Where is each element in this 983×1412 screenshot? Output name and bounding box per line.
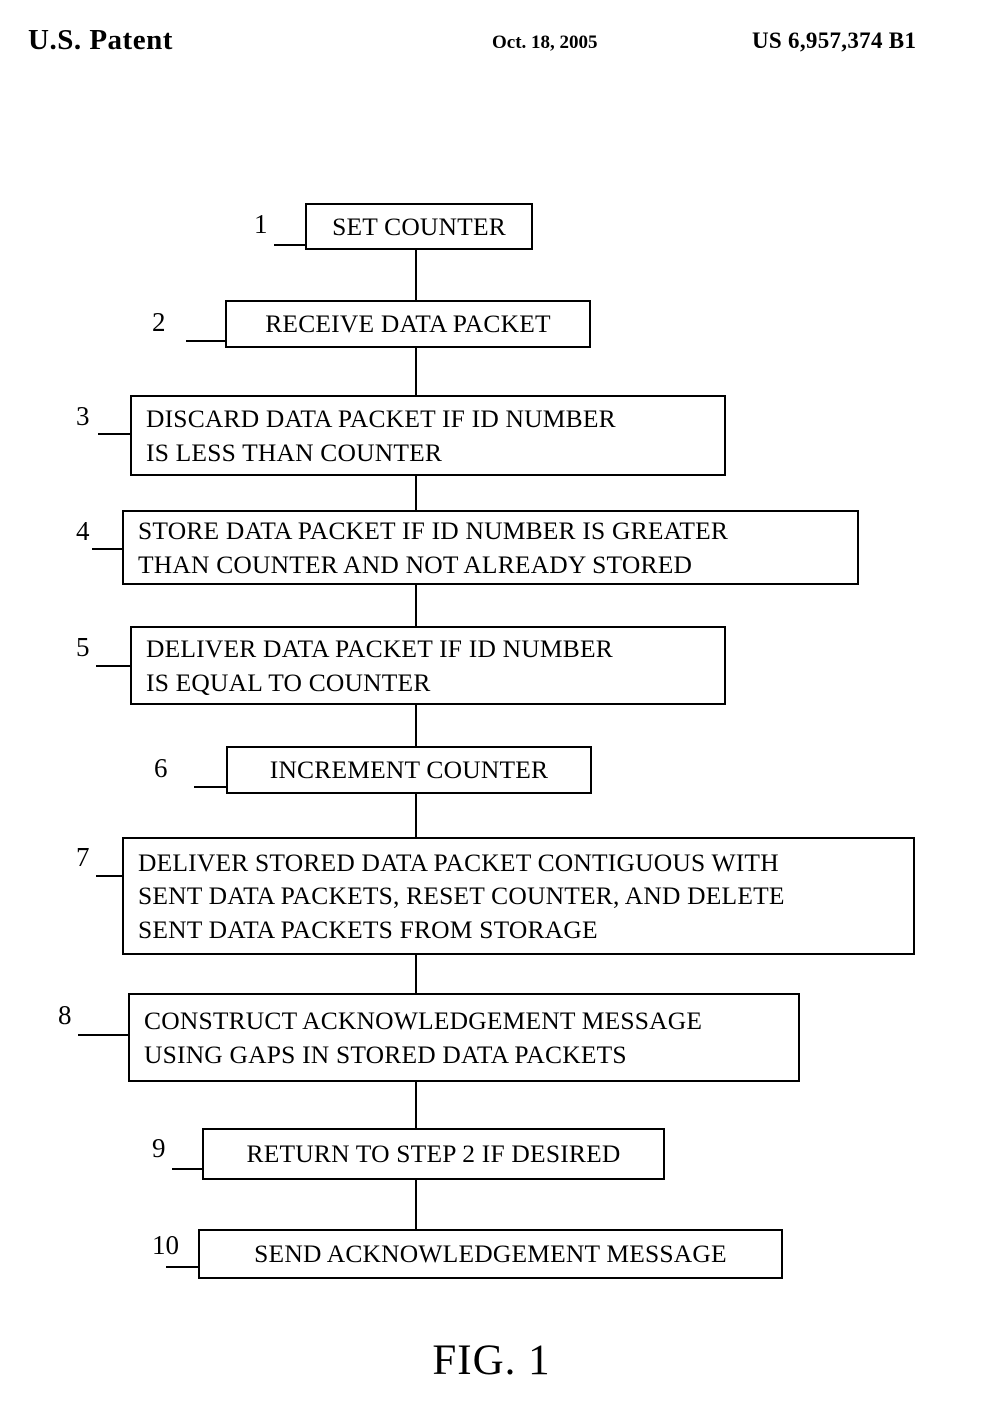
patent-issue-date: Oct. 18, 2005 [492, 32, 598, 53]
leader-line-2 [186, 340, 227, 342]
node-5-line-2: IS EQUAL TO COUNTER [146, 667, 431, 697]
node-7-line-1: DELIVER STORED DATA PACKET CONTIGUOUS WI… [138, 848, 779, 878]
patent-number: US 6,957,374 B1 [752, 28, 917, 53]
node-6-line-1: INCREMENT COUNTER [269, 755, 549, 785]
node-7-line-3: SENT DATA PACKETS FROM STORAGE [138, 914, 598, 944]
node-1-line-1: SET COUNTER [332, 211, 506, 241]
leader-line-5 [96, 665, 132, 667]
connector-8-9 [415, 1082, 417, 1130]
leader-line-6 [194, 786, 228, 788]
leader-line-3 [98, 433, 132, 435]
flowchart-node-10[interactable]: SEND ACKNOWLEDGEMENT MESSAGE [198, 1229, 783, 1279]
node-10-line-1: SEND ACKNOWLEDGEMENT MESSAGE [254, 1239, 727, 1269]
leader-line-4 [92, 548, 124, 550]
flowchart-node-6[interactable]: INCREMENT COUNTER [226, 746, 592, 794]
patent-office-title: U.S. Patent [28, 24, 173, 56]
flowchart-node-2[interactable]: RECEIVE DATA PACKET [225, 300, 591, 348]
patent-header: U.S. Patent Oct. 18, 2005 US 6,957,374 B… [0, 0, 983, 72]
node-8-line-1: CONSTRUCT ACKNOWLEDGEMENT MESSAGE [144, 1006, 703, 1036]
connector-2-3 [415, 348, 417, 397]
flowchart-node-5[interactable]: DELIVER DATA PACKET IF ID NUMBER IS EQUA… [130, 626, 726, 705]
connector-3-4 [415, 476, 417, 512]
reference-numeral-2: 2 [152, 307, 166, 337]
reference-numeral-9: 9 [152, 1133, 166, 1163]
node-2-line-1: RECEIVE DATA PACKET [265, 309, 551, 339]
connector-5-6 [415, 705, 417, 747]
leader-line-7 [96, 875, 124, 877]
leader-line-9 [172, 1168, 204, 1170]
reference-numeral-10: 10 [152, 1230, 179, 1260]
connector-6-7 [415, 794, 417, 838]
node-8-line-2: USING GAPS IN STORED DATA PACKETS [144, 1039, 627, 1069]
node-4-line-2: THAN COUNTER AND NOT ALREADY STORED [138, 549, 693, 579]
reference-numeral-8: 8 [58, 1000, 72, 1030]
reference-numeral-1: 1 [254, 209, 268, 239]
node-5-line-1: DELIVER DATA PACKET IF ID NUMBER [146, 634, 613, 664]
node-9-line-1: RETURN TO STEP 2 IF DESIRED [246, 1139, 621, 1169]
flowchart-node-1[interactable]: SET COUNTER [305, 203, 533, 250]
leader-line-10 [166, 1266, 200, 1268]
reference-numeral-6: 6 [154, 753, 168, 783]
node-3-line-2: IS LESS THAN COUNTER [146, 437, 443, 467]
figure-caption: FIG. 1 [432, 1337, 551, 1384]
flowchart-node-9[interactable]: RETURN TO STEP 2 IF DESIRED [202, 1128, 665, 1180]
reference-numeral-7: 7 [76, 842, 90, 872]
connector-4-5 [415, 585, 417, 627]
connector-9-10 [415, 1180, 417, 1230]
flowchart-node-4[interactable]: STORE DATA PACKET IF ID NUMBER IS GREATE… [122, 510, 859, 585]
flowchart-node-3[interactable]: DISCARD DATA PACKET IF ID NUMBER IS LESS… [130, 395, 726, 476]
connector-7-8 [415, 955, 417, 994]
reference-numeral-5: 5 [76, 632, 90, 662]
reference-numeral-4: 4 [76, 516, 90, 546]
node-4-line-1: STORE DATA PACKET IF ID NUMBER IS GREATE… [138, 516, 729, 546]
leader-line-8 [78, 1034, 130, 1036]
node-3-line-1: DISCARD DATA PACKET IF ID NUMBER [146, 404, 616, 434]
flowchart-node-7[interactable]: DELIVER STORED DATA PACKET CONTIGUOUS WI… [122, 837, 915, 955]
leader-line-1 [274, 244, 307, 246]
connector-1-2 [415, 250, 417, 302]
flowchart-node-8[interactable]: CONSTRUCT ACKNOWLEDGEMENT MESSAGE USING … [128, 993, 800, 1082]
node-7-line-2: SENT DATA PACKETS, RESET COUNTER, AND DE… [138, 881, 785, 911]
reference-numeral-3: 3 [76, 401, 90, 431]
